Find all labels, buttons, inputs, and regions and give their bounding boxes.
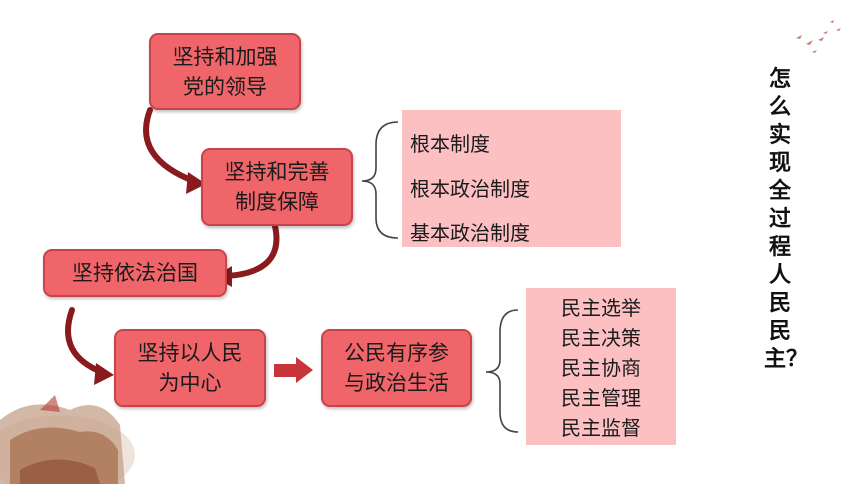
curved-arrow-2 — [224, 223, 280, 279]
node-system-guarantee: 坚持和完善 制度保障 — [201, 148, 353, 226]
bracket-systems — [361, 121, 399, 239]
node-citizen-participation: 公民有序参 与政治生活 — [321, 329, 472, 407]
historical-figures-illustration — [0, 395, 135, 484]
list-item: 民主决策 — [561, 326, 641, 350]
list-item: 民主协商 — [561, 356, 641, 380]
curved-arrow-1 — [143, 107, 199, 185]
straight-arrow-shaft — [274, 364, 298, 377]
list-item: 民主选举 — [561, 296, 641, 320]
arrowhead-3 — [94, 363, 114, 385]
birds-icon — [796, 20, 841, 53]
list-item: 根本制度 — [410, 132, 490, 156]
list-item: 基本政治制度 — [410, 221, 530, 245]
systems-list: 根本制度 根本政治制度 基本政治制度 — [402, 110, 621, 247]
list-item: 根本政治制度 — [410, 177, 530, 201]
node-party-leadership: 坚持和加强 党的领导 — [149, 33, 301, 110]
side-title: 怎么实现全过程人民民主？ — [764, 67, 809, 372]
arrowhead-1 — [186, 172, 206, 194]
node-rule-of-law: 坚持依法治国 — [43, 249, 227, 297]
straight-arrow-head — [296, 357, 313, 383]
democracy-list: 民主选举 民主决策 民主协商 民主管理 民主监督 — [526, 288, 676, 445]
bracket-democracy — [485, 309, 519, 433]
node-people-centered: 坚持以人民 为中心 — [114, 329, 266, 407]
list-item: 民主管理 — [561, 386, 641, 410]
list-item: 民主监督 — [561, 416, 641, 440]
curved-arrow-3 — [65, 307, 107, 376]
